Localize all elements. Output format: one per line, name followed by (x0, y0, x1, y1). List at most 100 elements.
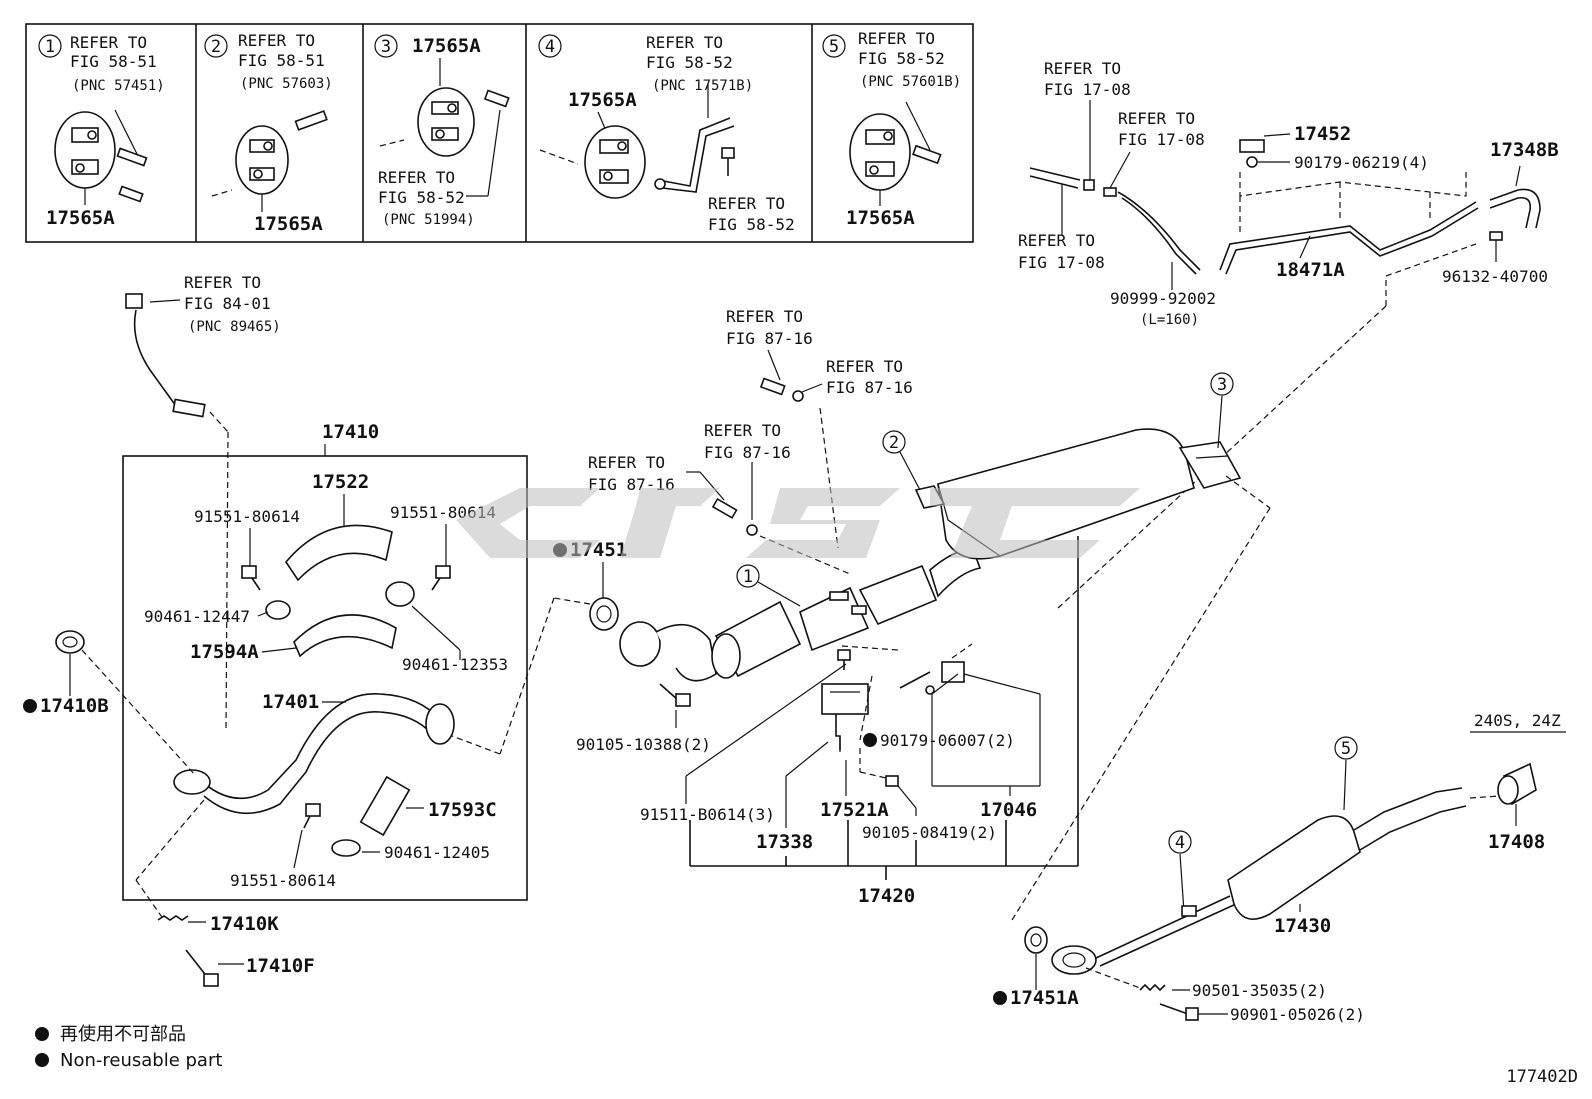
part-number-91551-80614: 91551-80614 (230, 871, 336, 890)
part-number-17565A: 17565A (46, 207, 115, 229)
flange-icon (173, 769, 211, 795)
part-number-17430: 17430 (1274, 915, 1331, 937)
callout-number: 4 (545, 37, 555, 57)
refer-fig-text: FIG 87-16 (704, 443, 791, 462)
part-number-17401: 17401 (262, 691, 319, 713)
variant-label: 240S, 24Z (1474, 711, 1561, 730)
pipe-icon (1219, 201, 1477, 271)
non-reusable-dot (23, 699, 37, 713)
legend-text-en: Non-reusable part (60, 1050, 222, 1071)
bolt-icon (431, 565, 451, 591)
refer-fig-text: FIG 17-08 (1044, 80, 1131, 99)
vent-line-assembly: REFER TO FIG 17-08 REFER TO FIG 17-08 RE… (1018, 59, 1559, 609)
refer-to-text: REFER TO (1018, 231, 1095, 250)
bolt-icon (721, 147, 735, 176)
part-number-17594A: 17594A (190, 641, 259, 663)
callout-circle (38, 34, 62, 58)
refer-fig-text: FIG 58-51 (70, 52, 157, 71)
part-number-17046: 17046 (980, 799, 1037, 821)
pnc-text: (PNC 57603) (240, 76, 333, 92)
clamp-icon (331, 839, 361, 857)
nut-icon (925, 685, 935, 695)
rubber-hanger-icon (235, 125, 289, 195)
inset-5: 5 REFER TO FIG 58-52 (PNC 57601B) 17565A (822, 29, 961, 229)
part-number-17521A: 17521A (820, 799, 889, 821)
part-number-17348B: 17348B (1490, 139, 1559, 161)
part-number-17522: 17522 (312, 471, 369, 493)
hose-icon (759, 377, 786, 396)
refer-to-text: REFER TO (826, 357, 903, 376)
part-number-17451A: 17451A (1010, 987, 1079, 1009)
part-number-91511-B0614: 91511-B0614(3) (640, 805, 775, 824)
part-number-90461-12405: 90461-12405 (384, 843, 490, 862)
length-text: (L=160) (1140, 312, 1199, 328)
rod-icon (912, 144, 942, 165)
clip-icon (1103, 187, 1117, 197)
hanger-bracket-icon (1181, 905, 1197, 917)
non-reusable-dot (35, 1027, 49, 1041)
refer-fig-text: FIG 17-08 (1118, 130, 1205, 149)
part-number-91551-80614: 91551-80614 (194, 507, 300, 526)
oxygen-sensor-assembly: REFER TO FIG 84-01 (PNC 89465) (125, 273, 281, 731)
part-number-90179-06007: 90179-06007(2) (880, 731, 1015, 750)
clip-icon (1083, 179, 1095, 191)
sub-muffler-icon (1051, 787, 1467, 975)
exhaust-pipe-icon (195, 693, 441, 800)
part-number-17420: 17420 (858, 885, 915, 907)
part-number-90105-08419: 90105-08419(2) (862, 823, 997, 842)
connector-icon (125, 293, 143, 309)
part-number-90461-12447: 90461-12447 (144, 607, 250, 626)
part-number-90105-10388: 90105-10388(2) (576, 735, 711, 754)
part-number-17410F: 17410F (246, 955, 315, 977)
refer-to-text: REFER TO (708, 194, 785, 213)
inset-1: 1 REFER TO FIG 58-51 (PNC 57451) 17565A (38, 33, 165, 229)
refer-to-text: REFER TO (184, 273, 261, 292)
rod-icon (118, 185, 144, 203)
refer-to-text: REFER TO (378, 168, 455, 187)
refer-fig-text: FIG 58-52 (646, 53, 733, 72)
pnc-text: (PNC 57601B) (860, 74, 961, 90)
bracket-icon (657, 117, 731, 187)
hose-icon (1489, 188, 1541, 229)
sensor-body-icon (172, 398, 206, 418)
hose-icon (1117, 191, 1201, 271)
clip-icon (1489, 231, 1503, 241)
refer-to-text: REFER TO (646, 33, 723, 52)
group-17410: 17410 17522 91551-80614 91551-80614 9046… (122, 421, 528, 901)
part-number-90999-92002: 90999-92002 (1110, 289, 1216, 308)
refer-fig-text: FIG 87-16 (826, 378, 913, 397)
refer-fig-text: FIG 17-08 (1018, 253, 1105, 272)
gasket-icon (589, 597, 619, 631)
refer-fig-text: FIG 58-52 (378, 188, 465, 207)
bolt-icon (241, 565, 261, 591)
refer-to-text: REFER TO (70, 33, 147, 52)
gasket-icon (1024, 926, 1048, 954)
part-number-17410K: 17410K (210, 913, 279, 935)
refer-fig-text: FIG 58-52 (708, 215, 795, 234)
rubber-hanger-icon (849, 113, 911, 191)
part-number-96132-40700: 96132-40700 (1442, 267, 1548, 286)
part-number-17565A: 17565A (568, 89, 637, 111)
callout-circle (822, 34, 846, 58)
figure-id: 177402D (1506, 1067, 1578, 1087)
callout-circle (374, 34, 398, 58)
part-number-18471A: 18471A (1276, 259, 1345, 281)
callout-circle (204, 34, 228, 58)
rubber-hanger-icon (54, 111, 116, 189)
refer-to-text: REFER TO (704, 421, 781, 440)
callout-number: 1 (743, 567, 753, 587)
rubber-hanger-icon (584, 125, 646, 199)
watermark-logo (456, 488, 1140, 558)
refer-fig-text: FIG 87-16 (726, 329, 813, 348)
rod-icon (294, 110, 328, 131)
refer-to-text: REFER TO (1044, 59, 1121, 78)
part-number-90901-05026: 90901-05026(2) (1230, 1005, 1365, 1024)
sensor-wire-icon (133, 309, 177, 407)
callout-number: 5 (1341, 739, 1351, 759)
heat-shield-icon (293, 614, 397, 658)
part-number-90461-12353: 90461-12353 (402, 655, 508, 674)
legend: 再使用不可部品 Non-reusable part (35, 1024, 222, 1071)
tail-pipe-assembly: 240S, 24Z 17408 5 4 17430 1 (993, 711, 1566, 1024)
